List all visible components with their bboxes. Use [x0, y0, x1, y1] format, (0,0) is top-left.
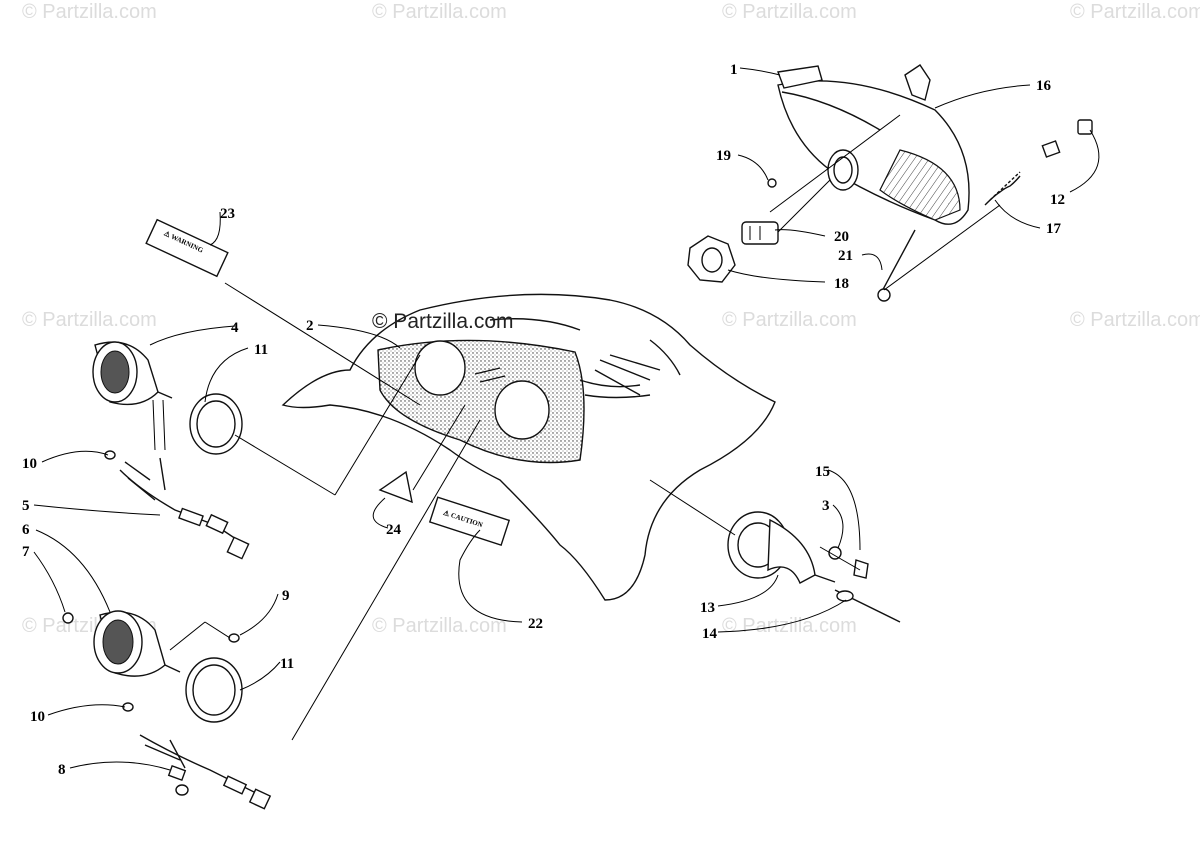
watermark: © Partzilla.com	[722, 1, 857, 23]
callout-12: 12	[1050, 192, 1065, 208]
callout-8: 8	[58, 762, 66, 778]
fuel-gauge	[727, 511, 901, 623]
callout-10: 10	[22, 456, 37, 472]
callout-17: 17	[1046, 221, 1062, 237]
callout-23: 23	[220, 206, 235, 222]
dashboard-hood	[281, 293, 776, 601]
headlight-trim	[777, 65, 823, 89]
headlight-assembly	[687, 64, 1093, 302]
lower-wiring-harness	[139, 734, 272, 810]
callout-3: 3	[822, 498, 830, 514]
wiring-harness	[104, 450, 250, 560]
watermark: © Partzilla.com	[372, 1, 507, 23]
callout-7: 7	[22, 544, 30, 560]
callout-6: 6	[22, 522, 30, 538]
callout-5: 5	[22, 498, 30, 514]
callout-18: 18	[834, 276, 849, 292]
speedometer-gauge	[92, 341, 243, 455]
watermark: © Partzilla.com	[1070, 1, 1200, 23]
warning-decal: ⚠ WARNING	[145, 218, 229, 278]
watermark: © Partzilla.com	[22, 309, 157, 331]
callout-22: 22	[528, 616, 543, 632]
callout-10b: 10	[30, 709, 45, 725]
triangle-decal	[378, 470, 413, 504]
adjuster-knob	[687, 235, 736, 283]
callout-19: 19	[716, 148, 731, 164]
callout-9: 9	[282, 588, 290, 604]
watermark: © Partzilla.com	[372, 615, 507, 637]
connector-lines	[152, 114, 1001, 741]
watermark: © Partzilla.com	[722, 615, 857, 637]
callout-14: 14	[702, 626, 718, 642]
tachometer-gauge	[62, 610, 243, 723]
callout-24: 24	[386, 522, 402, 538]
watermark: © Partzilla.com	[722, 309, 857, 331]
watermark: © Partzilla.com	[1070, 309, 1200, 331]
callout-20: 20	[834, 229, 849, 245]
callout-4: 4	[231, 320, 239, 336]
headlight-bracket	[904, 64, 931, 101]
callout-11: 11	[254, 342, 268, 358]
caution-decal: ⚠ CAUTION	[428, 496, 511, 546]
callout-13: 13	[700, 600, 715, 616]
callout-2: 2	[306, 318, 314, 334]
watermark: © Partzilla.com	[22, 1, 157, 23]
center-watermark: © Partzilla.com	[372, 310, 514, 333]
callout-1: 1	[730, 62, 738, 78]
callout-21: 21	[838, 248, 853, 264]
callout-16: 16	[1036, 78, 1052, 94]
callout-11b: 11	[280, 656, 294, 672]
callout-15: 15	[815, 464, 830, 480]
callout-leaders	[33, 67, 1100, 771]
callout-numbers: 1 16 19 12 17 20 21 18 23 2 4 11 10 5 6 …	[22, 62, 1065, 778]
